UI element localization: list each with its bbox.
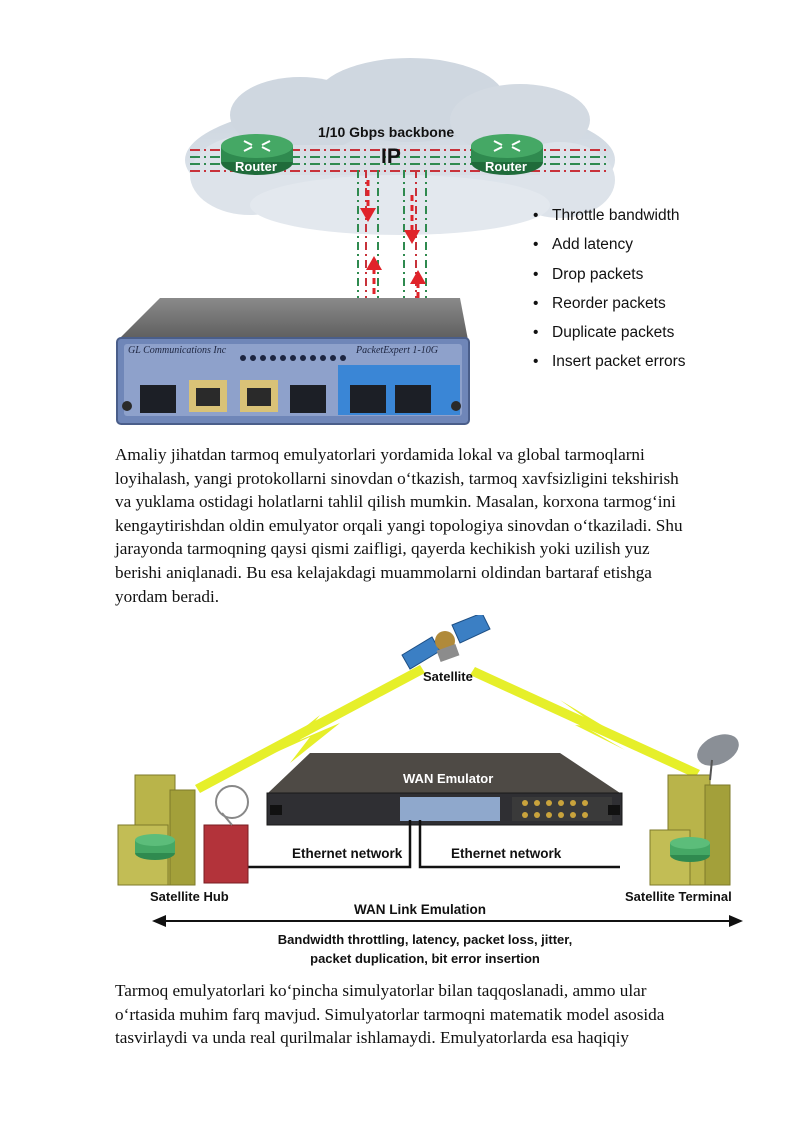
wan-link-emulation-label: WAN Link Emulation — [354, 902, 487, 917]
text-line: tasvirlaydi va unda real qurilmalar ishl… — [115, 1028, 630, 1048]
wan-emulator-label: WAN Emulator — [403, 771, 494, 786]
list-item: •Throttle bandwidth — [533, 207, 680, 224]
packetexpert-device — [116, 298, 470, 425]
wan-link-arrow — [152, 915, 743, 927]
text-line: va yuklama ostidagi holatlarni tahlil qi… — [115, 492, 676, 512]
backbone-label: 1/10 Gbps backbone — [318, 124, 455, 140]
satellite-hub-label: Satellite Hub — [150, 889, 229, 904]
network-emulator-figure — [116, 58, 615, 425]
text-line: berishi aniqlanadi. Bu esa kelajakdagi m… — [115, 562, 652, 582]
satellite-terminal-label: Satellite Terminal — [625, 889, 732, 904]
list-item: •Drop packets — [533, 265, 644, 283]
router-left-icon — [221, 134, 293, 175]
emulator-feature-list: •Throttle bandwidth •Add latency •Drop p… — [533, 205, 686, 381]
list-item: •Duplicate packets — [533, 324, 675, 342]
text-line: o‘rtasida muhim farq mavjud. Simulyatorl… — [115, 1004, 665, 1024]
wan-emulator-device — [266, 753, 623, 826]
satellite-icon — [401, 615, 491, 670]
ethernet-network-left-label: Ethernet network — [292, 846, 403, 861]
wireless-link-left — [195, 665, 425, 793]
router-left-label: Router — [235, 159, 277, 174]
wan-emulation-figure — [117, 615, 743, 927]
paragraph-2: Tarmoq emulyatorlari ko‘pincha simulyato… — [115, 979, 755, 1050]
router-right-label: Router — [485, 159, 527, 174]
device-model-label: PacketExpert 1-10G — [356, 345, 438, 356]
list-item: •Add latency — [533, 236, 633, 254]
text-line: jarayonda tarmoqning qaysi qismi zaiflig… — [115, 539, 650, 559]
impairments-caption: Bandwidth throttling, latency, packet lo… — [277, 932, 573, 966]
satellite-label: Satellite — [423, 669, 473, 684]
list-item: •Insert packet errors — [533, 353, 686, 371]
device-brand-label: GL Communications Inc — [128, 345, 227, 356]
text-line: loyihalash, yangi protokollarni sinovdan… — [115, 468, 679, 488]
ip-label: IP — [381, 145, 401, 168]
text-line: Amaliy jihatdan tarmoq emulyatorlari yor… — [115, 445, 645, 464]
list-item: •Reorder packets — [533, 294, 666, 312]
text-line: yordam beradi. — [115, 586, 220, 606]
satellite-terminal-buildings — [649, 734, 739, 886]
cloud-shape — [185, 58, 615, 235]
ethernet-network-right-label: Ethernet network — [451, 846, 562, 861]
wireless-link-right — [470, 667, 700, 778]
paragraph-1: Amaliy jihatdan tarmoq emulyatorlari yor… — [115, 443, 755, 608]
text-line: kengaytirishdan oldin emulyator orqali y… — [115, 515, 683, 535]
text-line: Tarmoq emulyatorlari ko‘pincha simulyato… — [115, 981, 647, 1000]
satellite-hub-buildings — [117, 774, 249, 886]
router-right-icon — [471, 134, 543, 175]
